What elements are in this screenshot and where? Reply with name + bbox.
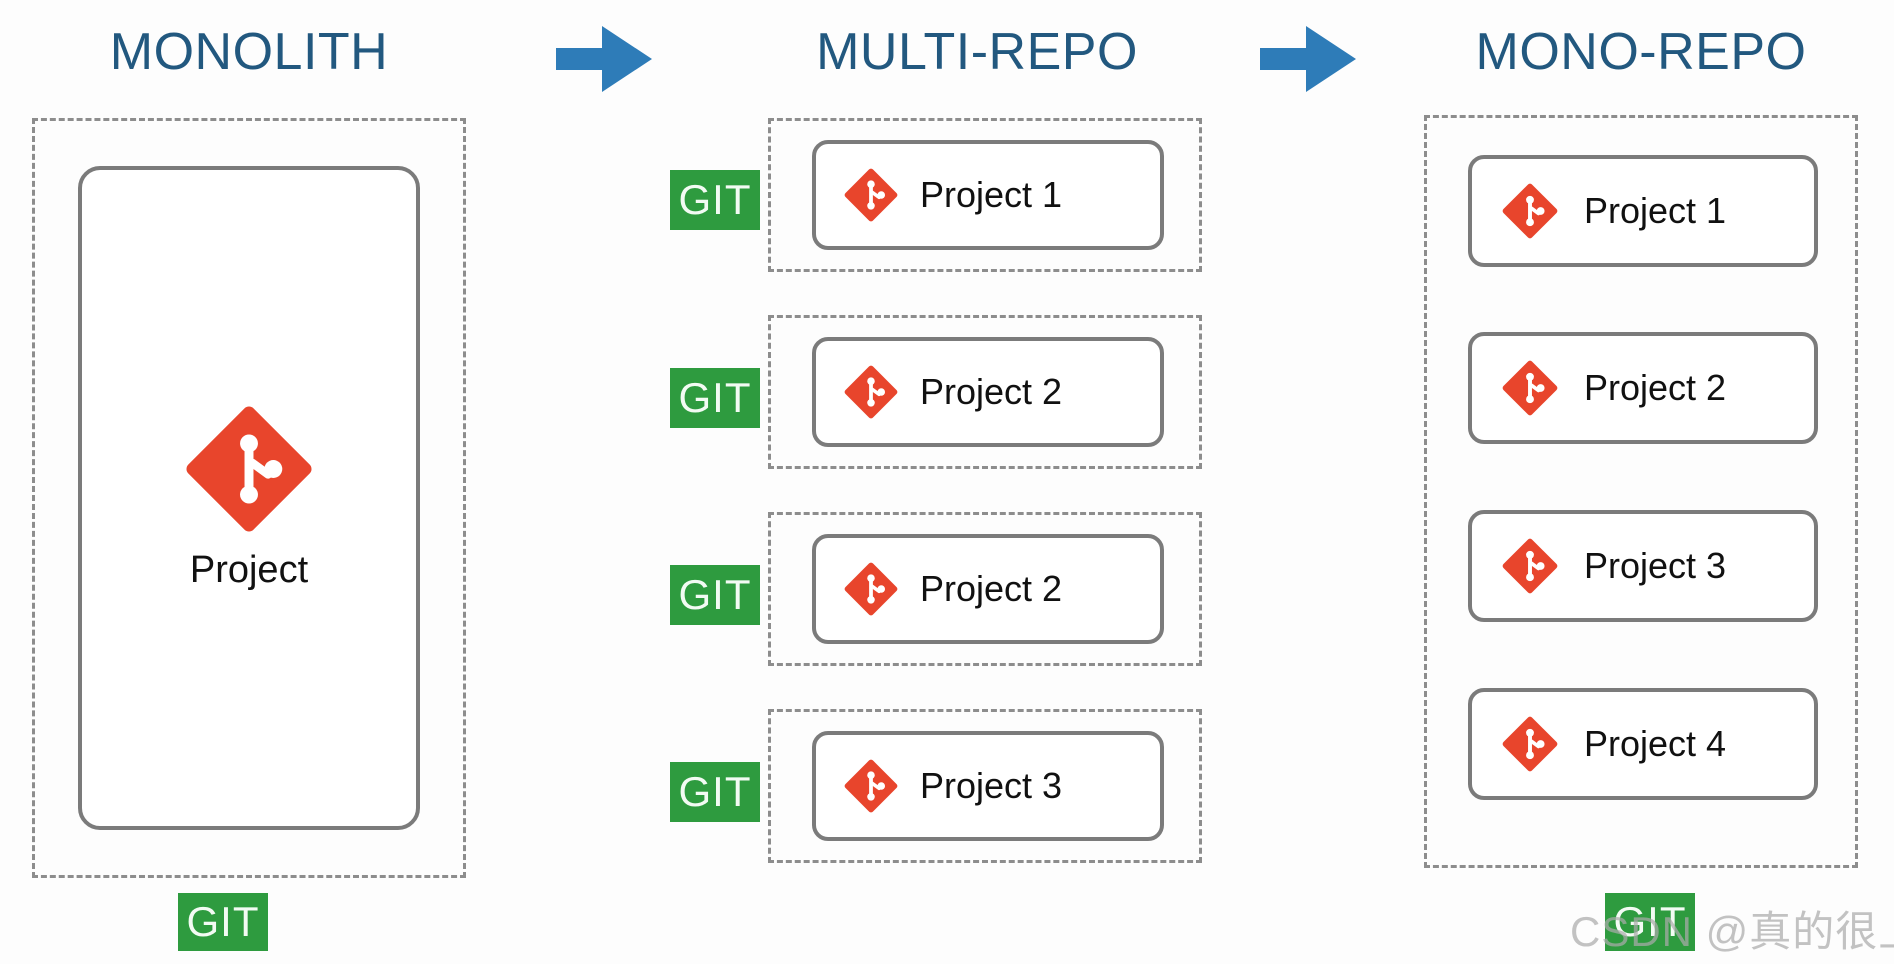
arrow-monolith-to-multirepo-icon — [556, 26, 652, 92]
git-logo-icon — [844, 562, 898, 616]
multirepo-repo-boundary-2 — [768, 315, 1202, 469]
monorepo-project-label-1: Project 1 — [1584, 190, 1727, 231]
monorepo-project-label-2: Project 2 — [1584, 367, 1727, 408]
multirepo-project-box-3[interactable]: Project 2 — [812, 534, 1164, 644]
multirepo-repo-boundary-4 — [768, 709, 1202, 863]
column-title-multirepo: MULTI-REPO — [816, 23, 1138, 81]
multirepo-project-label-4: Project 3 — [920, 765, 1063, 806]
column-title-monorepo: MONO-REPO — [1475, 23, 1807, 81]
monorepo-project-box-3[interactable]: Project 3 — [1468, 510, 1818, 622]
monorepo-repo-boundary — [1424, 115, 1858, 868]
git-badge-monolith: GIT — [178, 893, 268, 951]
column-title-monolith: MONOLITH — [109, 23, 389, 81]
multirepo-project-label-3: Project 2 — [920, 568, 1063, 609]
monorepo-project-box-1[interactable]: Project 1 — [1468, 155, 1818, 267]
multirepo-repo-boundary-3 — [768, 512, 1202, 666]
git-badge-monorepo: GIT — [1605, 893, 1695, 951]
multirepo-project-label-2: Project 2 — [920, 371, 1063, 412]
git-logo-icon — [844, 759, 898, 813]
monolith-project-box[interactable]: Project — [78, 166, 420, 830]
git-logo-icon — [844, 365, 898, 419]
git-logo-icon — [1502, 716, 1558, 772]
monolith-project-label: Project — [189, 548, 309, 591]
git-logo-icon — [1502, 538, 1558, 594]
multirepo-project-box-2[interactable]: Project 2 — [812, 337, 1164, 447]
git-logo-icon — [1502, 360, 1558, 416]
git-badge-multirepo-1: GIT — [670, 170, 760, 230]
multirepo-repo-boundary-1 — [768, 118, 1202, 272]
git-badge-multirepo-2: GIT — [670, 368, 760, 428]
monorepo-project-box-4[interactable]: Project 4 — [1468, 688, 1818, 800]
git-badge-multirepo-3: GIT — [670, 565, 760, 625]
multirepo-project-label-1: Project 1 — [920, 174, 1063, 215]
git-badge-multirepo-4: GIT — [670, 762, 760, 822]
monolith-repo-boundary — [32, 118, 466, 878]
git-logo-icon — [1502, 183, 1558, 239]
git-logo-icon — [186, 405, 312, 532]
monorepo-project-box-2[interactable]: Project 2 — [1468, 332, 1818, 444]
multirepo-project-box-1[interactable]: Project 1 — [812, 140, 1164, 250]
monorepo-project-label-4: Project 4 — [1584, 723, 1727, 764]
git-logo-icon — [844, 168, 898, 222]
multirepo-project-box-4[interactable]: Project 3 — [812, 731, 1164, 841]
monorepo-project-label-3: Project 3 — [1584, 545, 1727, 586]
arrow-multirepo-to-monorepo-icon — [1260, 26, 1356, 92]
